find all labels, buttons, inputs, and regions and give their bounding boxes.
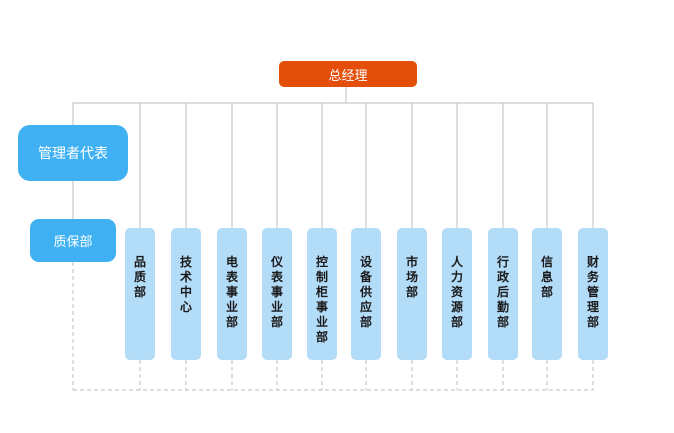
dept-instrument-division: 仪表事业部 — [262, 228, 292, 360]
qa-box: 质保部 — [30, 219, 116, 262]
dept-label: 信息部 — [540, 255, 553, 299]
qa-label: 质保部 — [53, 235, 93, 250]
dept-label: 电表事业部 — [225, 255, 238, 329]
dept-label: 人力资源部 — [450, 255, 463, 329]
dept-label: 控制柜事业部 — [315, 255, 328, 344]
dept-meter-division: 电表事业部 — [217, 228, 247, 360]
ceo-label: 总经理 — [328, 68, 368, 84]
dept-tech-center: 技术中心 — [171, 228, 201, 360]
ceo-box: 总经理 — [279, 61, 417, 87]
department-drops — [139, 103, 594, 228]
dept-quality: 品质部 — [125, 228, 155, 360]
dept-label: 市场部 — [405, 255, 418, 299]
dept-label: 仪表事业部 — [270, 255, 283, 329]
dept-control-cabinet-division: 控制柜事业部 — [307, 228, 337, 360]
management-rep-label: 管理者代表 — [38, 146, 108, 162]
dept-information: 信息部 — [532, 228, 562, 360]
dept-human-resources: 人力资源部 — [442, 228, 472, 360]
dept-admin-logistics: 行政后勤部 — [488, 228, 518, 360]
dept-label: 行政后勤部 — [496, 255, 509, 329]
dept-label: 技术中心 — [179, 255, 192, 314]
dept-label: 设备供应部 — [359, 255, 372, 329]
qa-dashed-lines — [72, 262, 594, 391]
dept-label: 品质部 — [133, 255, 146, 299]
management-rep-box: 管理者代表 — [18, 125, 128, 181]
dept-label: 财务管理部 — [586, 255, 599, 329]
dept-finance: 财务管理部 — [578, 228, 608, 360]
dept-equipment-supply: 设备供应部 — [351, 228, 381, 360]
dept-marketing: 市场部 — [397, 228, 427, 360]
